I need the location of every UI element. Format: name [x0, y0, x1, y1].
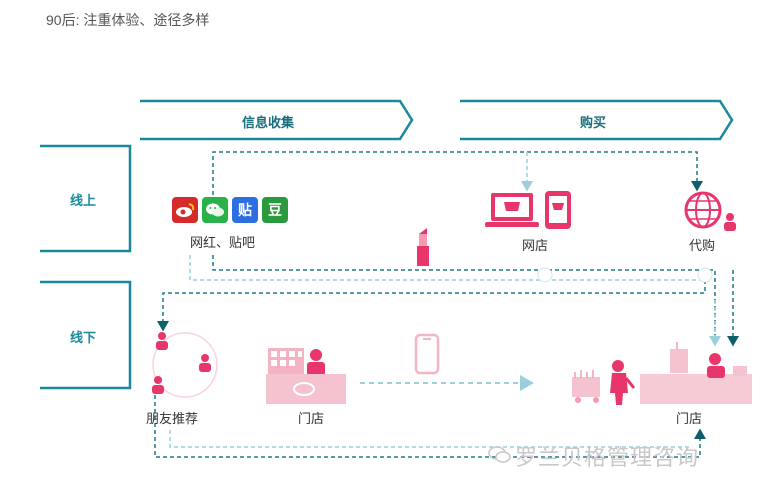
lipstick-icon	[417, 228, 429, 266]
stage-header-buy	[460, 99, 734, 141]
stage-label-buy: 购买	[580, 115, 607, 130]
flow-middle	[157, 255, 739, 347]
node-label-store-left: 门店	[298, 411, 325, 426]
stage-label-info: 信息收集	[242, 115, 295, 130]
store-left-icon	[266, 348, 346, 404]
globe-icon	[684, 191, 736, 231]
node-label-online-shop: 网店	[522, 238, 549, 253]
douban-icon: 豆	[262, 197, 288, 223]
online-shop-icon	[485, 191, 571, 229]
row-bracket-offline	[40, 280, 132, 390]
page-title: 90后: 注重体验、途径多样	[46, 12, 210, 28]
flow-bottom	[154, 395, 706, 458]
phone-icon	[414, 333, 440, 375]
node-label-social: 网红、贴吧	[190, 235, 256, 250]
flow-top-online	[212, 151, 703, 195]
store-right-icon	[572, 342, 752, 405]
node-label-store-right: 门店	[676, 411, 703, 426]
weibo-icon	[172, 197, 198, 223]
tieba-icon: 贴	[232, 197, 258, 223]
row-label-online: 线上	[70, 193, 97, 208]
friends-network-icon	[152, 332, 218, 398]
node-label-friends: 朋友推荐	[146, 411, 199, 426]
watermark: 罗兰贝格管理咨询	[515, 445, 700, 470]
row-bracket-online	[40, 144, 132, 253]
stage-header-info	[140, 99, 414, 141]
node-label-daigou: 代购	[689, 238, 716, 253]
row-label-offline: 线下	[70, 330, 97, 345]
social-icons: 贴 豆	[172, 197, 288, 223]
wechat-watermark-icon	[488, 446, 511, 463]
wechat-icon	[202, 197, 228, 223]
